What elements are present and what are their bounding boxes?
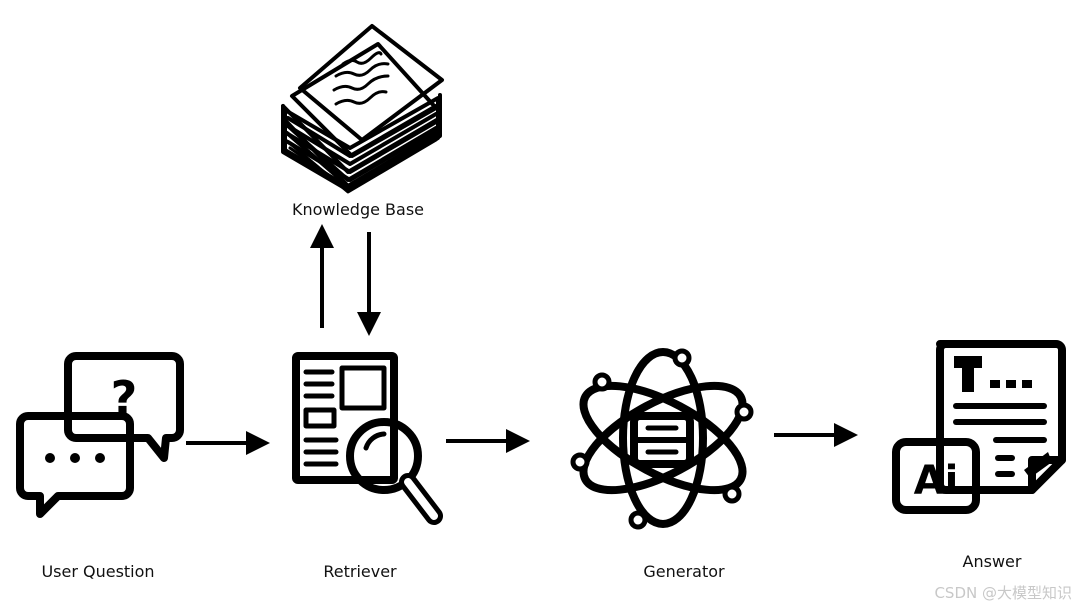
chat-bubbles-icon: ? (16, 352, 184, 518)
knowledge-base-label: Knowledge Base (292, 200, 424, 219)
atom-server-icon (570, 348, 754, 530)
dot-icon (45, 453, 55, 463)
document-stack-icon (281, 24, 444, 194)
document-search-icon (292, 352, 443, 525)
generator-label: Generator (643, 562, 725, 581)
dot-icon (95, 453, 105, 463)
ai-badge-glyph: Ai (914, 458, 959, 504)
user-question-label: User Question (41, 562, 155, 581)
watermark: CSDN @大模型知识 (934, 584, 1072, 602)
ai-document-icon: Ai (892, 340, 1066, 514)
question-mark-glyph: ? (111, 371, 138, 425)
dot-icon (70, 453, 80, 463)
retriever-label: Retriever (323, 562, 397, 581)
answer-label: Answer (962, 552, 1022, 571)
